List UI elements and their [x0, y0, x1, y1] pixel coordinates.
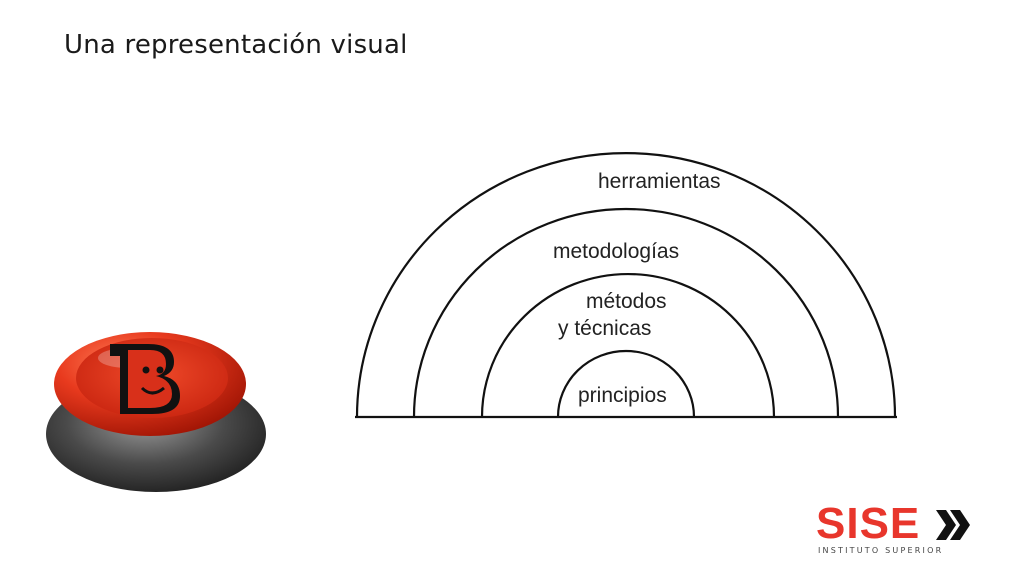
- double-chevron-icon: [936, 510, 970, 540]
- arch-metodos: [480, 272, 776, 418]
- logo-wordmark: SISE: [816, 499, 921, 548]
- b-emblem-icon: [110, 344, 180, 414]
- arch-principios: [556, 349, 696, 418]
- arch-metodologias: [412, 207, 840, 418]
- label-metodos: métodos: [586, 290, 667, 313]
- label-principios: principios: [578, 384, 667, 407]
- red-button-illustration: [46, 332, 266, 492]
- logo-subtitle: INSTITUTO SUPERIOR: [818, 546, 944, 555]
- arch-herramientas: [355, 151, 897, 418]
- label-herramientas: herramientas: [598, 170, 721, 193]
- label-tecnicas: y técnicas: [558, 317, 651, 340]
- slide-title: Una representación visual: [64, 30, 408, 60]
- label-metodologias: metodologías: [553, 240, 679, 263]
- sise-logo: SISE INSTITUTO SUPERIOR: [816, 500, 976, 560]
- layered-arch-diagram: herramientas metodologías métodos y técn…: [355, 151, 897, 419]
